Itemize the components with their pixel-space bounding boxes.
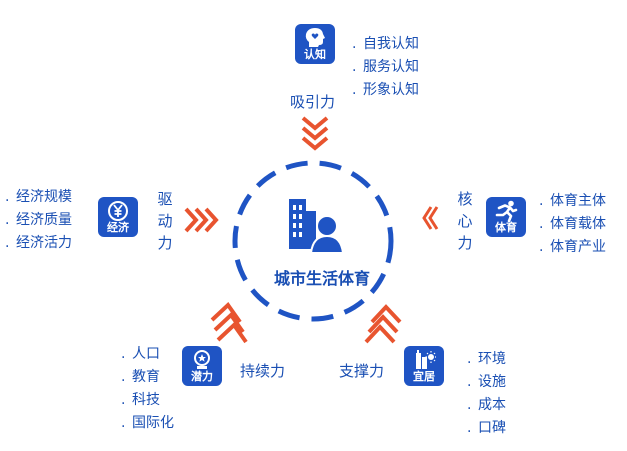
economy-badge: 经济	[98, 197, 138, 237]
list-item: 国际化	[121, 412, 174, 435]
cognition-badge-label: 认知	[304, 48, 326, 61]
livability-items: 环境 设施 成本 口碑	[467, 348, 506, 440]
livability-force-label: 支撑力	[339, 362, 385, 380]
cognition-badge: 认知	[295, 24, 335, 64]
list-item: 设施	[467, 371, 506, 394]
list-item: 形象认知	[352, 79, 419, 102]
livability-badge: 宜居	[404, 346, 444, 386]
list-item: 体育主体	[539, 190, 606, 213]
arrow-up-left-icon	[364, 304, 402, 344]
potential-force-label: 持续力	[240, 362, 286, 380]
yuan-coin-icon	[108, 201, 128, 221]
economy-force-label: 驱动力	[157, 190, 173, 252]
list-item: 口碑	[467, 417, 506, 440]
sport-badge-label: 体育	[495, 221, 517, 234]
cognition-items: 自我认知 服务认知 形象认知	[352, 33, 419, 102]
arrow-up-right-icon	[210, 301, 248, 344]
head-heart-icon	[305, 28, 325, 47]
economy-items: 经济规模 经济质量 经济活力	[5, 186, 72, 255]
potential-items: 人口 教育 科技 国际化	[121, 343, 174, 435]
list-item: 成本	[467, 394, 506, 417]
city-person-icon	[289, 199, 345, 254]
arrow-down-icon	[301, 116, 329, 151]
list-item: 体育产业	[539, 236, 606, 259]
arrow-right-icon	[184, 207, 219, 233]
arrow-left-icon	[422, 206, 439, 230]
sport-force-label: 核心力	[457, 190, 473, 252]
livability-badge-label: 宜居	[413, 370, 435, 383]
list-item: 自我认知	[352, 33, 419, 56]
cognition-force-label: 吸引力	[290, 93, 336, 111]
sport-badge: 体育	[486, 197, 526, 237]
runner-icon	[495, 200, 518, 222]
list-item: 服务认知	[352, 56, 419, 79]
center-dashed-ring	[232, 160, 394, 322]
potential-badge-label: 潜力	[191, 370, 213, 383]
list-item: 科技	[121, 389, 174, 412]
list-item: 经济活力	[5, 232, 72, 255]
list-item: 体育载体	[539, 213, 606, 236]
list-item: 人口	[121, 343, 174, 366]
medal-icon	[194, 350, 210, 369]
list-item: 经济规模	[5, 186, 72, 209]
center-title: 城市生活体育	[273, 269, 370, 288]
list-item: 环境	[467, 348, 506, 371]
list-item: 经济质量	[5, 209, 72, 232]
list-item: 教育	[121, 366, 174, 389]
potential-badge: 潜力	[182, 346, 222, 386]
sport-items: 体育主体 体育载体 体育产业	[539, 190, 606, 259]
buildings-sun-icon	[416, 350, 436, 369]
economy-badge-label: 经济	[107, 221, 129, 234]
